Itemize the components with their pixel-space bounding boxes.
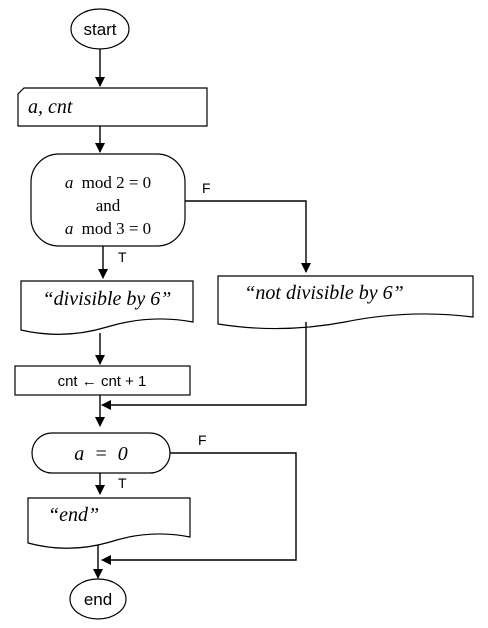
input-label: a, cnt <box>28 96 73 118</box>
end-terminal: end <box>69 578 127 620</box>
decision2-false-label: F <box>198 432 207 448</box>
output-not-divisible: “not divisible by 6” <box>217 275 474 330</box>
decision1-line1: a mod 2 = 0 <box>65 173 151 192</box>
end-label: end <box>84 590 112 609</box>
connector-not-divisible-merge <box>101 322 307 410</box>
process-label: cnt ← cnt + 1 <box>58 373 147 390</box>
input-shape: a, cnt <box>17 87 208 127</box>
process-increment: cnt ← cnt + 1 <box>14 365 191 396</box>
decision1-false-label: F <box>202 180 211 196</box>
decision1-line2: and <box>96 196 121 215</box>
output-end-label: “end” <box>48 504 99 526</box>
connector-decision2-false <box>101 452 297 565</box>
output-divisible: “divisible by 6” <box>20 280 194 335</box>
output-end: “end” <box>27 497 191 549</box>
decision1-line1-var: a <box>65 173 74 192</box>
start-terminal: start <box>70 8 130 50</box>
output-divisible-label: “divisible by 6” <box>43 288 172 310</box>
connector-decision1-false <box>185 200 311 273</box>
decision1-line1-rest: mod 2 = 0 <box>82 173 152 192</box>
decision-divisible-check: a mod 2 = 0 and a mod 3 = 0 <box>30 153 186 247</box>
decision2-label: a = 0 <box>74 443 128 465</box>
start-label: start <box>83 20 116 39</box>
decision2-true-label: T <box>118 475 127 491</box>
decision1-line3-var: a <box>65 219 74 238</box>
output-not-divisible-label: “not divisible by 6” <box>244 282 403 304</box>
decision1-line3-rest: mod 3 = 0 <box>82 219 152 238</box>
decision-a-zero: a = 0 <box>31 432 171 474</box>
decision1-true-label: T <box>118 249 127 265</box>
decision1-line3: a mod 3 = 0 <box>65 219 151 238</box>
